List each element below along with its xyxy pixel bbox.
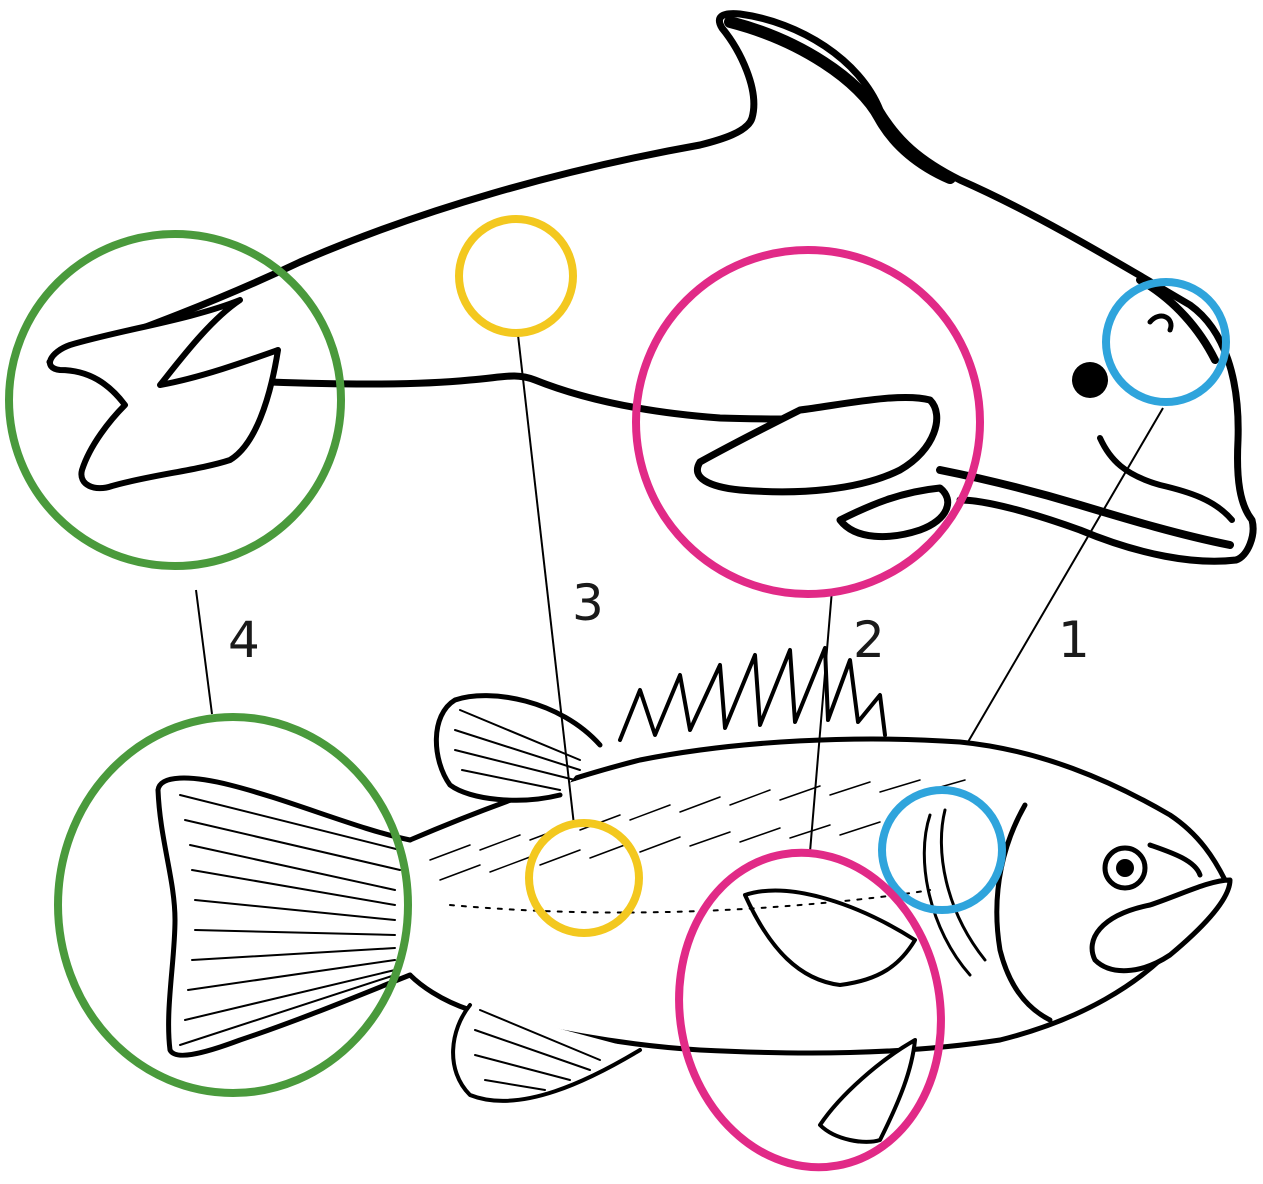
dolphin-dorsal-fin <box>730 22 950 178</box>
dolphin-flipper <box>697 397 936 491</box>
dolphin-eye <box>1072 362 1108 398</box>
fish-spiny-dorsal-fin <box>620 648 885 740</box>
dolphin-belly-line <box>270 376 860 420</box>
dolphin-mouth <box>1100 438 1232 520</box>
label-three: 3 <box>572 578 604 628</box>
dolphin-tail-fluke <box>50 300 278 488</box>
label-one: 1 <box>1058 615 1090 665</box>
dolphin-flipper-rear <box>840 488 948 537</box>
connector-line-4 <box>196 590 212 714</box>
label-four: 4 <box>228 615 260 665</box>
yellow-circle-dolphin-skin <box>459 219 573 333</box>
fish-pupil <box>1116 859 1134 877</box>
dolphin-back-outline <box>50 14 1253 562</box>
dolphin-blowhole <box>1150 316 1171 330</box>
dolphin <box>50 14 1253 562</box>
label-two: 2 <box>853 615 885 665</box>
connector-line-1 <box>968 408 1163 742</box>
